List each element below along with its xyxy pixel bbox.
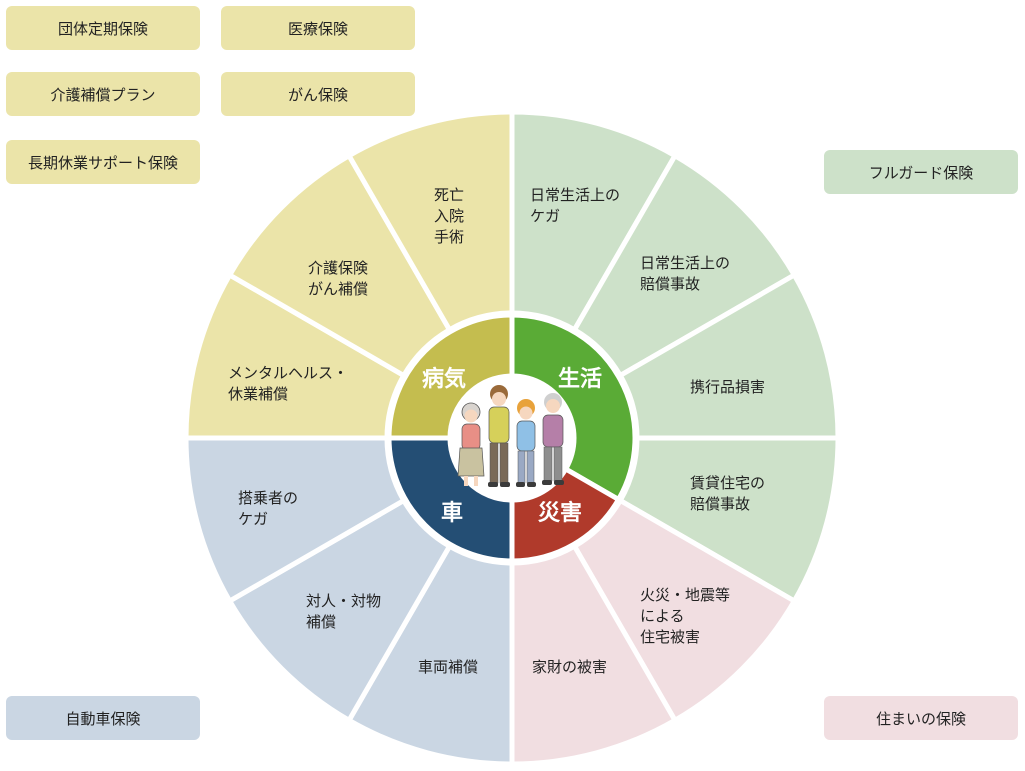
product-auto[interactable]: 自動車保険 bbox=[6, 696, 200, 740]
product-label: 医療保険 bbox=[287, 19, 348, 38]
product-label: がん保険 bbox=[287, 85, 348, 104]
product-label: 団体定期保険 bbox=[57, 19, 148, 38]
category-label-home: 災害 bbox=[538, 500, 582, 526]
product-label: 住まいの保険 bbox=[875, 709, 966, 728]
category-label-life: 生活 bbox=[558, 367, 602, 392]
segment-label-daily-liability: 日常生活上の賠償事故 bbox=[640, 254, 730, 293]
segment-label-fire-earthquake-damage: 火災・地震等による住宅被害 bbox=[640, 586, 730, 646]
family-illustration-icon bbox=[450, 376, 574, 500]
product-label: 長期休業サポート保険 bbox=[27, 153, 178, 172]
segment-label-vehicle-coverage: 車両補償 bbox=[418, 658, 478, 676]
category-label-car: 車 bbox=[441, 501, 463, 526]
category-life bbox=[509, 312, 638, 503]
product-group-term-life[interactable]: 団体定期保険 bbox=[6, 6, 200, 50]
segment-label-nursing-cancer-coverage: 介護保険がん補償 bbox=[308, 259, 368, 298]
segment-label-bodily-property-liability: 対人・対物補償 bbox=[306, 592, 381, 631]
segment-label-death-hospital-surgery: 死亡入院手術 bbox=[434, 186, 464, 246]
product-home[interactable]: 住まいの保険 bbox=[824, 696, 1018, 740]
category-label-sick: 病気 bbox=[422, 366, 466, 392]
segment-label-passenger-injury: 搭乗者のケガ bbox=[238, 489, 298, 528]
product-label: 自動車保険 bbox=[65, 709, 141, 728]
segment-label-belongings-damage: 携行品損害 bbox=[690, 378, 765, 396]
segment-label-household-goods-damage: 家財の被害 bbox=[532, 658, 607, 676]
product-nursing-care[interactable]: 介護補償プラン bbox=[6, 72, 200, 116]
product-cancer[interactable]: がん保険 bbox=[221, 72, 415, 116]
product-label: フルガード保険 bbox=[868, 163, 974, 182]
product-full-guard[interactable]: フルガード保険 bbox=[824, 150, 1018, 194]
segment-label-mental-health-leave: メンタルヘルス・休業補償 bbox=[228, 364, 348, 403]
product-long-term-leave[interactable]: 長期休業サポート保険 bbox=[6, 140, 200, 184]
product-label: 介護補償プラン bbox=[50, 85, 156, 104]
segment-label-rental-liability: 賃貸住宅の賠償事故 bbox=[690, 474, 765, 513]
product-medical[interactable]: 医療保険 bbox=[221, 6, 415, 50]
segment-label-daily-injury: 日常生活上のケガ bbox=[530, 186, 620, 225]
